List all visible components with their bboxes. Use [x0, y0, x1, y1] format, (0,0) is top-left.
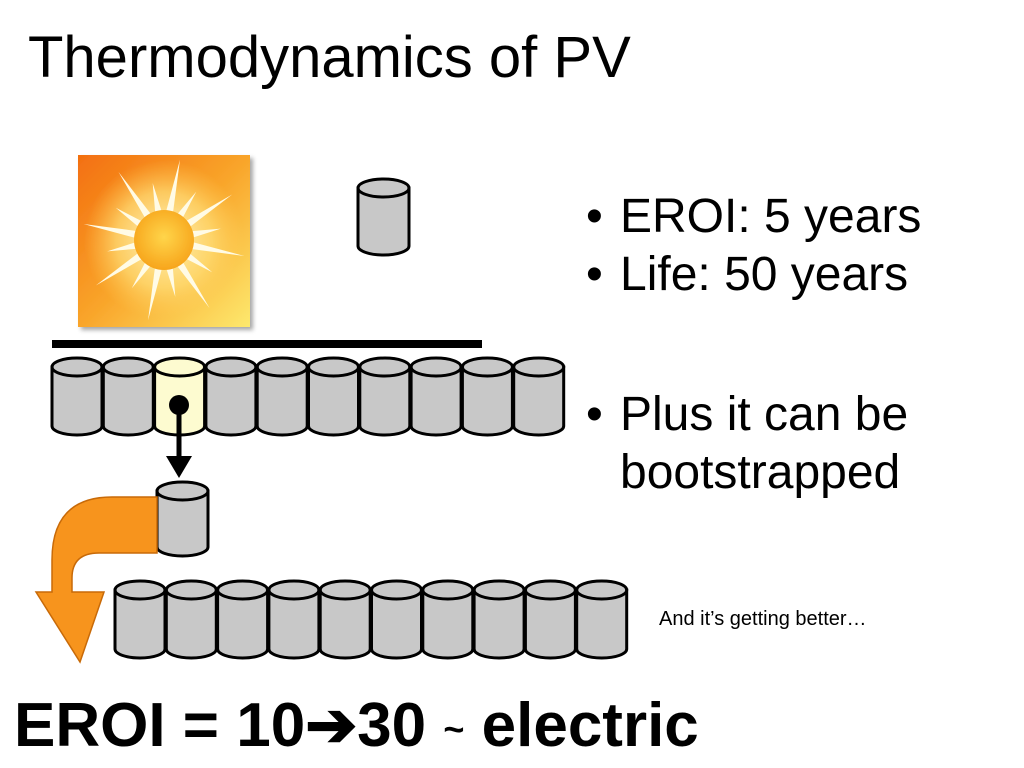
- eroi-tilde: ~: [443, 708, 465, 750]
- bullet-list: EROI: 5 years Life: 50 years Plus it can…: [580, 188, 1020, 502]
- panel-barrel: [101, 356, 155, 437]
- arrow-down-icon: [166, 395, 192, 478]
- sun-ray: [186, 228, 221, 240]
- sun-ray: [148, 262, 164, 321]
- panel-barrel: [255, 356, 309, 437]
- panel-barrel: [204, 356, 258, 437]
- arrow-right-icon: ➔: [305, 691, 358, 760]
- sun-ray: [95, 249, 147, 286]
- eroi-statement: EROI = 10➔30 ~ electric: [14, 688, 699, 761]
- sun-ray: [83, 224, 142, 240]
- sun-ray: [164, 159, 180, 218]
- new-barrel: [421, 579, 475, 660]
- energy-barrel-icon: [356, 177, 411, 257]
- sun-ray: [181, 194, 233, 231]
- improvement-note: And it’s getting better…: [659, 608, 867, 630]
- eroi-value: 30: [357, 691, 427, 760]
- sun-icon: [78, 155, 250, 327]
- new-panel-barrel-row: [113, 579, 629, 660]
- panel-barrel: [512, 356, 566, 437]
- produced-barrel-icon: [155, 480, 210, 558]
- barrel: [356, 177, 411, 257]
- new-barrel: [113, 579, 167, 660]
- eroi-suffix: electric: [481, 691, 699, 760]
- new-barrel: [164, 579, 218, 660]
- bullet-eroi: EROI: 5 years: [580, 188, 1020, 246]
- bullet-bootstrap: Plus it can be bootstrapped: [580, 386, 1020, 502]
- barrel: [155, 480, 210, 558]
- panel-barrel: [358, 356, 412, 437]
- panel-barrel: [409, 356, 463, 437]
- new-barrel: [523, 579, 577, 660]
- curved-arrow-icon: [34, 496, 158, 664]
- sun-ray: [152, 183, 164, 218]
- new-barrel: [318, 579, 372, 660]
- new-barrel: [370, 579, 423, 660]
- sun-ray: [107, 240, 142, 252]
- bullet-life: Life: 50 years: [580, 246, 1020, 304]
- sun-ray: [164, 262, 176, 297]
- panel-barrel: [307, 356, 360, 437]
- new-barrel: [575, 579, 629, 660]
- slide-title: Thermodynamics of PV: [28, 25, 631, 90]
- sun-ray: [173, 257, 210, 309]
- panel-barrel: [50, 356, 104, 437]
- highlighted-barrel: [153, 356, 207, 437]
- sun-ray: [118, 171, 155, 223]
- new-barrel: [267, 579, 321, 660]
- sun-ray: [186, 240, 245, 256]
- new-barrel: [472, 579, 526, 660]
- solar-panel-bar: [52, 340, 482, 348]
- new-barrel: [216, 579, 270, 660]
- panel-barrel: [460, 356, 514, 437]
- eroi-prefix: EROI = 10: [14, 691, 306, 760]
- panel-barrel-row: [50, 356, 566, 437]
